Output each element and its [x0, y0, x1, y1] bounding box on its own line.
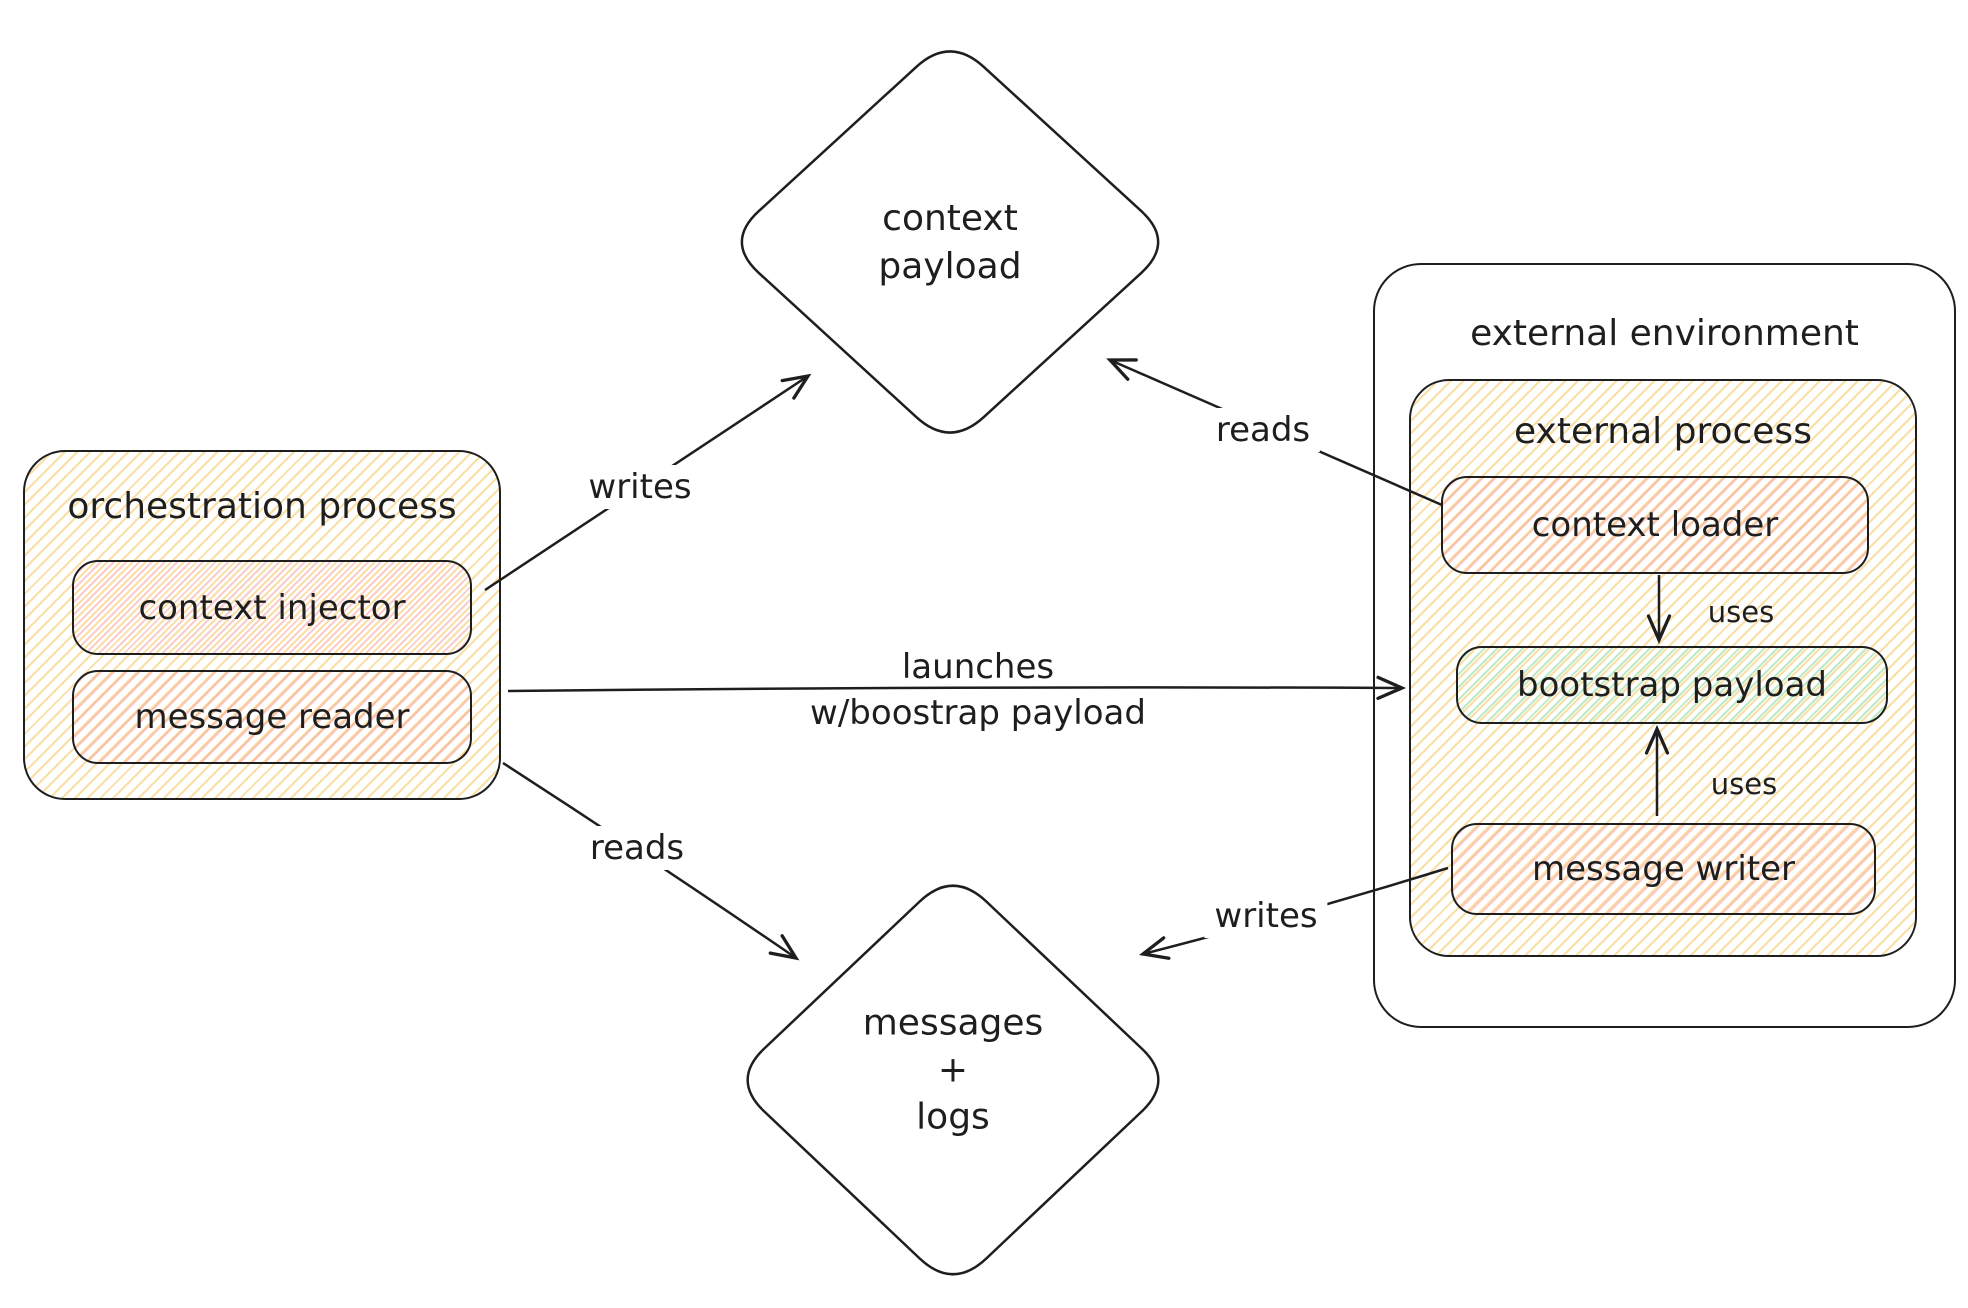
uses-bottom-label: uses: [1710, 767, 1778, 801]
uses-top-label: uses: [1707, 595, 1775, 629]
context-payload-label: context payload: [878, 195, 1021, 291]
message-writer-label: message writer: [1531, 849, 1796, 889]
context-payload-line2: payload: [878, 246, 1022, 287]
message-reader-label: message reader: [134, 697, 410, 737]
launches-label: launches w/boostrap payload: [810, 644, 1146, 736]
context-loader-box[interactable]: context loader: [1441, 476, 1869, 574]
external-environment-title: external environment: [1470, 313, 1859, 354]
bootstrap-payload-label: bootstrap payload: [1517, 665, 1827, 705]
writes-bottom-label: writes: [1204, 894, 1328, 938]
message-writer-box[interactable]: message writer: [1451, 823, 1876, 915]
context-loader-label: context loader: [1531, 505, 1779, 545]
messages-logs-line1: messages: [862, 1002, 1044, 1044]
messages-logs-line2: +: [937, 1049, 969, 1091]
context-injector-label: context injector: [138, 587, 406, 628]
reads-bottom-label: reads: [579, 826, 695, 870]
messages-logs-line3: logs: [916, 1096, 990, 1138]
reads-top-label: reads: [1205, 408, 1321, 452]
bootstrap-payload-box[interactable]: bootstrap payload: [1456, 646, 1888, 724]
message-reader-box[interactable]: message reader: [72, 670, 472, 764]
writes-top-label: writes: [578, 465, 702, 509]
messages-logs-label: messages + logs: [863, 1000, 1044, 1141]
orchestration-process-title: orchestration process: [67, 486, 457, 527]
launches-line1: launches: [901, 647, 1055, 687]
external-process-title: external process: [1514, 411, 1812, 452]
context-injector-box[interactable]: context injector: [72, 560, 472, 655]
external-process-box[interactable]: external process context loader bootstra…: [1409, 379, 1917, 957]
external-environment-box[interactable]: external environment external process co…: [1373, 263, 1956, 1028]
launches-line2: w/boostrap payload: [810, 693, 1146, 733]
context-payload-line1: context: [882, 198, 1018, 239]
orchestration-process-box[interactable]: orchestration process context injector m…: [23, 450, 501, 800]
